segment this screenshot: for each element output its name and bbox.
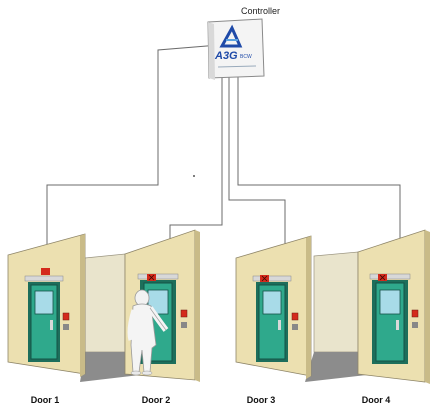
door3-exit-button — [291, 312, 299, 321]
back-wall-left — [84, 253, 126, 353]
door2-exit-button — [180, 309, 188, 318]
door4-exit-button — [411, 309, 419, 318]
logo-icon — [219, 24, 243, 48]
controller-logo-subtext: BCW — [240, 54, 252, 60]
door1-exit-button — [62, 312, 70, 321]
controller-box — [207, 18, 265, 80]
door4-label: Door 4 — [361, 395, 391, 405]
door1 — [24, 268, 70, 362]
door4 — [369, 273, 419, 364]
wire-door3 — [228, 75, 286, 270]
door2-label: Door 2 — [141, 395, 171, 405]
back-wall-right — [313, 251, 359, 353]
door1-alarm-light — [41, 268, 50, 275]
door3-label: Door 3 — [246, 395, 276, 405]
door3 — [252, 275, 299, 362]
room-left — [7, 229, 200, 382]
person-cleanroom-suit — [127, 289, 169, 376]
stray-dot — [193, 175, 195, 177]
wire-door4 — [237, 75, 401, 270]
wire-door1 — [46, 44, 220, 270]
room-right — [235, 229, 430, 384]
door1-label: Door 1 — [30, 395, 60, 405]
controller-logo-text: A3G — [215, 50, 238, 62]
wiring — [46, 44, 401, 275]
controller-label: Controller — [241, 6, 281, 16]
